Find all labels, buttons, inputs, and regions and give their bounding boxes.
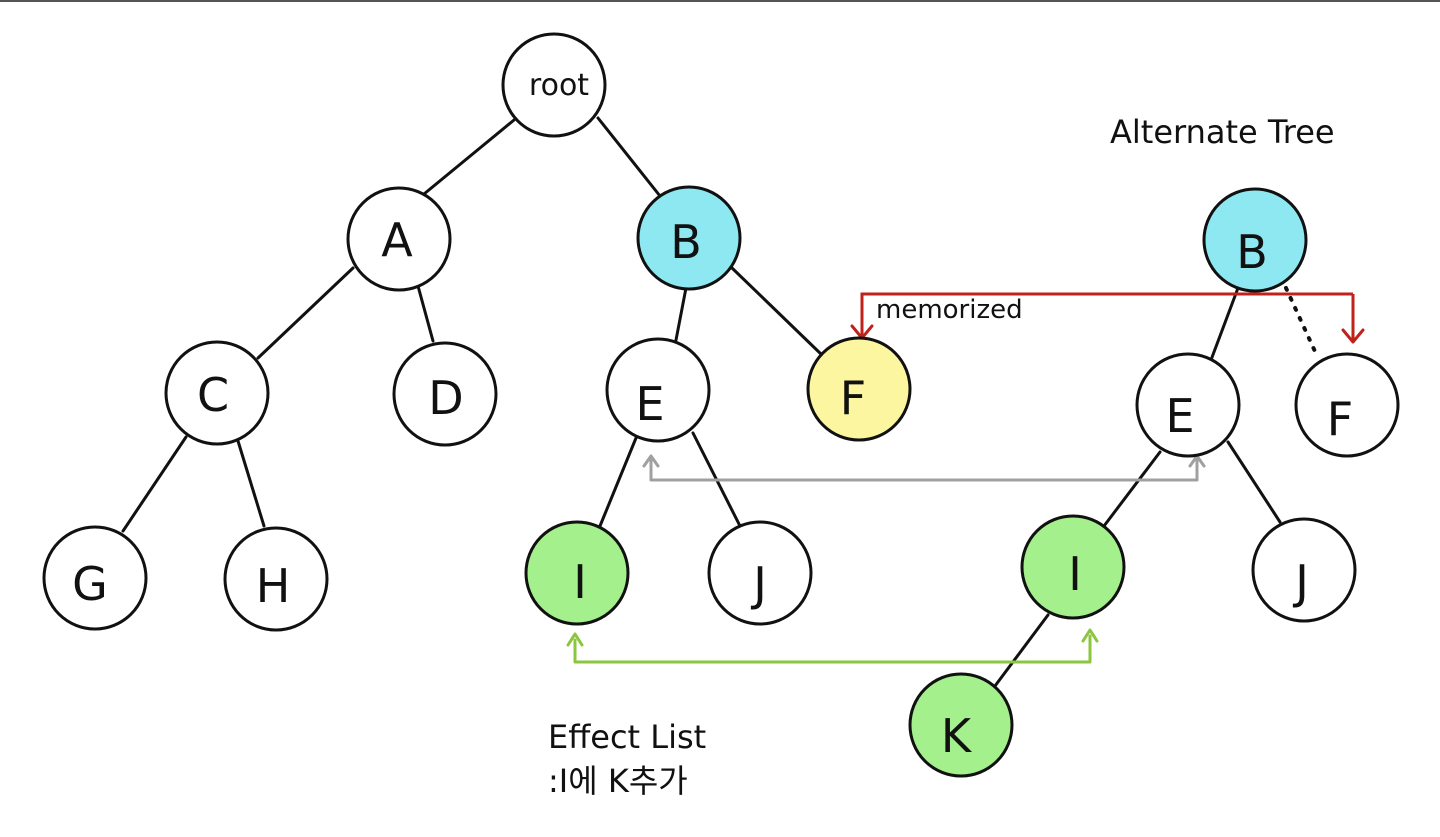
edge-alt-i-k xyxy=(990,613,1050,692)
edge-c-g xyxy=(121,435,188,533)
node-c: C xyxy=(164,340,270,446)
edge-alt-b-e xyxy=(1209,286,1240,362)
node-g-label: G xyxy=(72,557,108,611)
node-e: E xyxy=(605,337,711,443)
node-g: G xyxy=(42,525,148,631)
node-h-label: H xyxy=(256,559,291,613)
node-a-label: A xyxy=(381,213,413,267)
alt-node-j-label: J xyxy=(1292,555,1309,609)
alternate-tree-title: Alternate Tree xyxy=(1110,113,1335,151)
node-c-label: C xyxy=(197,368,229,422)
alt-node-i-label: I xyxy=(1068,547,1082,601)
node-root-label: root xyxy=(529,68,589,103)
alt-node-b-label: B xyxy=(1236,225,1268,279)
node-root: root xyxy=(501,32,607,138)
effect-list-arrow xyxy=(566,628,1099,664)
node-h: H xyxy=(223,526,329,632)
top-border xyxy=(0,0,1440,2)
node-e-label: E xyxy=(635,377,664,431)
node-j: J xyxy=(707,520,813,626)
edge-b-f xyxy=(730,266,824,357)
edge-alt-b-f xyxy=(1284,286,1320,360)
edge-a-d xyxy=(416,284,435,343)
node-j-label: J xyxy=(750,557,767,611)
effect-list-title: Effect List xyxy=(548,718,706,756)
alt-node-k-label: K xyxy=(941,709,973,763)
edge-b-e xyxy=(674,286,688,342)
alternate-arrowhead-left xyxy=(642,454,660,468)
edge-e-i xyxy=(598,436,638,528)
effect-list-detail: :I에 K추가 xyxy=(548,762,688,800)
node-i-label: I xyxy=(573,555,587,609)
memoized-label: memorized xyxy=(876,295,1023,325)
effect-arrowhead-right xyxy=(1081,628,1099,643)
alt-node-f: F xyxy=(1294,352,1400,458)
current-tree-edges xyxy=(121,116,824,533)
alternate-tree-edges xyxy=(990,286,1320,692)
memoized-connector xyxy=(860,292,1353,336)
edge-alt-e-j xyxy=(1226,440,1282,524)
node-d: D xyxy=(392,341,498,447)
alt-node-b: B xyxy=(1202,187,1308,293)
memoized-arrowhead-right xyxy=(1341,328,1365,344)
edge-a-c xyxy=(256,266,355,360)
effect-link-connector xyxy=(573,634,1092,664)
effect-arrowhead-left xyxy=(566,632,584,647)
node-a: A xyxy=(346,186,452,292)
node-i: I xyxy=(524,520,630,626)
alternate-link-arrow xyxy=(642,454,1206,482)
alternate-link-connector xyxy=(649,458,1199,482)
node-f-label: F xyxy=(840,371,866,425)
alt-node-e-label: E xyxy=(1165,389,1194,443)
edge-c-h xyxy=(236,439,266,528)
alt-node-k: K xyxy=(908,672,1014,778)
node-b: B xyxy=(636,185,742,291)
alt-node-e: E xyxy=(1135,352,1241,458)
edge-root-a xyxy=(422,118,516,196)
alt-node-j: J xyxy=(1251,517,1357,623)
node-f: F xyxy=(806,336,912,442)
node-b-label: B xyxy=(670,215,702,269)
edge-alt-e-i xyxy=(1102,450,1162,528)
node-d-label: D xyxy=(428,371,463,425)
edge-root-b xyxy=(596,116,662,198)
alt-node-f-label: F xyxy=(1327,392,1353,446)
alt-node-i: I xyxy=(1020,514,1126,620)
